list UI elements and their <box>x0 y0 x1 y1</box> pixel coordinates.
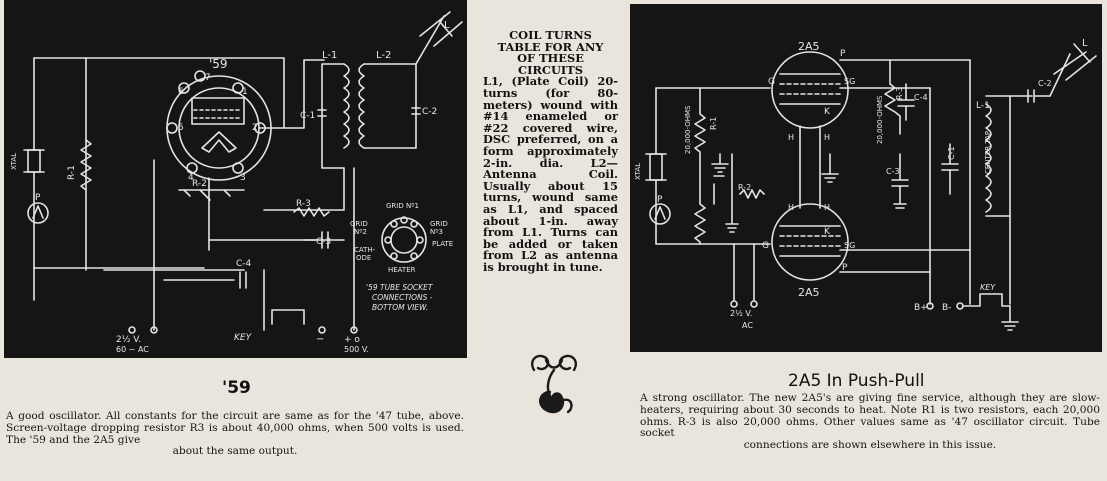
pin-label: 1 <box>242 87 248 97</box>
r1-label: R-1 <box>709 117 718 130</box>
caption-title-59: '59 <box>222 378 251 398</box>
tube-label-2a5-top: 2A5 <box>798 40 820 53</box>
pin-label: 3 <box>240 173 246 183</box>
grid-label: G <box>762 241 769 251</box>
socket-grid3-no: Nº3 <box>430 228 443 236</box>
antenna-label: L <box>1082 38 1088 49</box>
resistor-label-r3: R-3 <box>296 199 311 209</box>
center-tap-label: CENTER TAP <box>984 131 992 174</box>
meter-label: P <box>657 195 663 205</box>
meter-label: P <box>35 193 41 203</box>
schematic-2a5-drawing <box>645 43 1097 331</box>
resistor-label-r1: R-1 <box>67 165 77 180</box>
caption-text: A strong oscillator. The new 2A5's are g… <box>640 392 1100 440</box>
coil-table-title-line: TABLE FOR ANY <box>497 39 604 54</box>
coil-table-body: L1, (Plate Coil) 20-turns (for 80-meters… <box>483 74 618 274</box>
antenna-label: L <box>444 20 450 31</box>
key-label: KEY <box>234 333 253 343</box>
plus-label: + o <box>344 335 360 345</box>
resistor-label-r2: R-2 <box>192 179 207 189</box>
heater-label: H <box>788 133 794 142</box>
decorative-ornament-icon <box>531 354 577 414</box>
tube-label-2a5-bottom: 2A5 <box>798 286 820 299</box>
schematic-59-labels: '59 7 6 5 4 3 2 1 L-1 L-2 C-1 C-2 L XTAL… <box>10 20 453 354</box>
coil-table-title-line: COIL TURNS <box>509 28 592 42</box>
cap-label-c3: C-3 <box>886 167 900 176</box>
xtal-label: XTAL <box>634 163 642 180</box>
socket-grid2-no: Nº2 <box>354 228 367 236</box>
tube-label-59: '59 <box>209 57 228 71</box>
socket-caption-1: '59 TUBE SOCKET <box>366 283 434 292</box>
power-label-ac: 60 ~ AC <box>116 345 149 354</box>
minus-label: − <box>316 334 324 345</box>
b-plus-label: B+ <box>914 303 928 313</box>
coil-label-l1: L-1 <box>976 101 990 111</box>
schematic-59-drawing <box>23 11 463 334</box>
key-label: KEY <box>980 283 996 292</box>
schematic-2a5-labels: 2A5 2A5 G G P P SG SG H H H H K K XTAL P… <box>634 38 1088 330</box>
plate-label: P <box>840 49 846 59</box>
cap-label-c4: C-4 <box>914 93 928 102</box>
pin-label: 5 <box>178 123 184 133</box>
plate-label: P <box>842 263 848 273</box>
cap-label-c2: C-2 <box>1038 79 1052 88</box>
socket-grid3: GRID <box>430 220 448 228</box>
heater-label: H <box>788 203 794 212</box>
coil-label-l1: L-1 <box>322 50 337 61</box>
socket-grid1: GRID Nº1 <box>386 202 419 210</box>
b-minus-label: B- <box>942 303 951 313</box>
cap-label-c4: C-4 <box>236 259 252 269</box>
r2-label: R-2 <box>738 183 751 192</box>
schematic-59-panel: '59 7 6 5 4 3 2 1 L-1 L-2 C-1 C-2 L XTAL… <box>4 0 467 358</box>
cap-label-c2: C-2 <box>422 107 437 117</box>
schematic-2a5-panel: 2A5 2A5 G G P P SG SG H H H H K K XTAL P… <box>630 4 1102 352</box>
cathode-label: K <box>824 107 831 117</box>
r1-value-label: 20,000-OHMS <box>684 105 692 154</box>
caption-text-last: about the same output. <box>172 445 298 458</box>
cap-label-c3: C-3 <box>316 237 331 247</box>
coil-table-title-line: OF THESE <box>517 51 584 66</box>
socket-heater: HEATER <box>388 266 416 274</box>
pin-label: 6 <box>178 87 184 97</box>
r3-label: R-3 <box>895 87 904 100</box>
cap-label-c1: C-1 <box>300 111 315 121</box>
grid-label: G <box>768 77 775 87</box>
socket-plate: PLATE <box>432 240 453 248</box>
cap-label-c1: C-1 <box>947 146 956 160</box>
pin-label: 7 <box>205 73 211 83</box>
cathode-label: K <box>824 227 831 237</box>
power-label-ac: AC <box>742 321 753 330</box>
socket-caption-3: BOTTOM VIEW. <box>372 303 428 312</box>
heater-label: H <box>824 203 830 212</box>
caption-body-2a5: A strong oscillator. The new 2A5's are g… <box>640 392 1100 452</box>
pin-label: 4 <box>188 173 194 183</box>
socket-grid2: GRID <box>350 220 368 228</box>
pin-label: 2 <box>252 123 258 133</box>
r3-value-label: 20,000-OHMS <box>876 95 884 144</box>
volts-label: 500 V. <box>344 345 369 354</box>
caption-text: A good oscillator. All constants for the… <box>6 410 464 446</box>
sg-label: SG <box>844 77 855 86</box>
caption-body-59: A good oscillator. All constants for the… <box>6 410 464 458</box>
caption-text-last: connections are shown elsewhere in this … <box>743 439 997 452</box>
power-label: 2½ V. <box>116 335 141 345</box>
heater-label: H <box>824 133 830 142</box>
caption-title-2a5: 2A5 In Push-Pull <box>788 371 925 391</box>
coil-table-title-line: CIRCUITS <box>518 62 583 77</box>
coil-turns-table: COIL TURNS TABLE FOR ANY OF THESE CIRCUI… <box>483 28 618 274</box>
xtal-label: XTAL <box>10 153 18 170</box>
socket-caption-2: CONNECTIONS - <box>372 293 433 302</box>
coil-label-l2: L-2 <box>376 50 391 61</box>
power-label: 2½ V. <box>730 309 752 318</box>
socket-cathode: CATH- <box>354 246 376 254</box>
sg-label: SG <box>844 241 855 250</box>
socket-cathode-2: ODE <box>356 254 371 262</box>
